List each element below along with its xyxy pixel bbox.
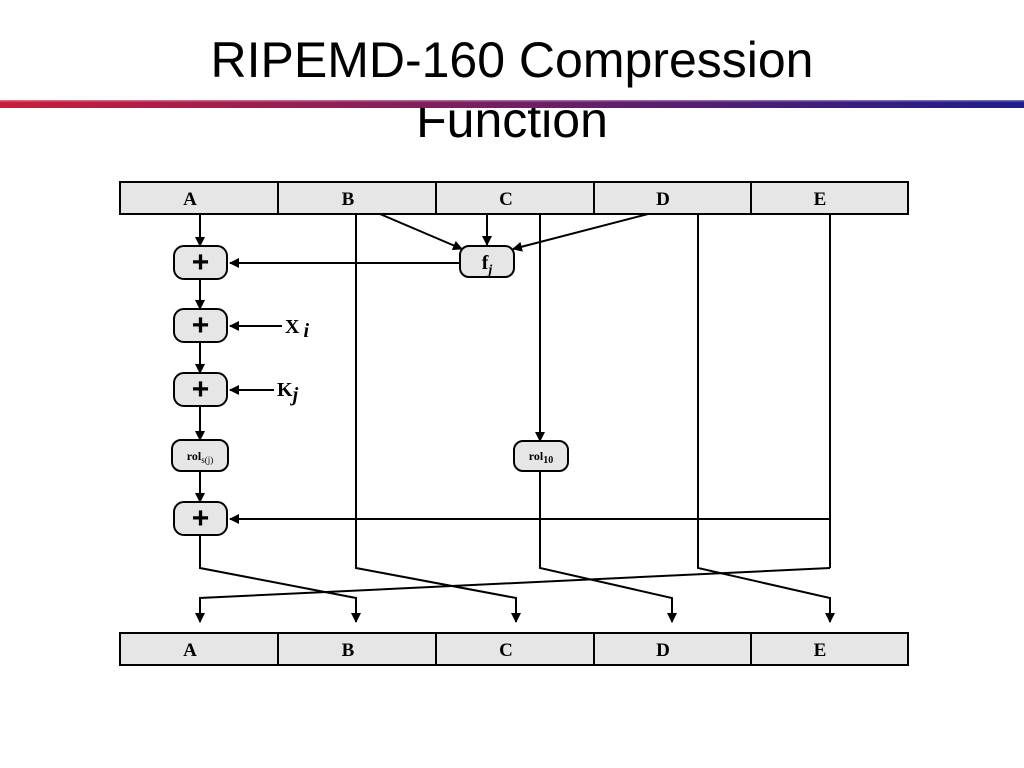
top-register-d-label: D (656, 189, 670, 210)
function-f-sub: j (486, 263, 492, 278)
input-k-label: Kj (277, 379, 299, 406)
path-d-to-new-e (697, 214, 835, 623)
bottom-register-c-label: C (499, 640, 513, 661)
function-f-base: f (482, 252, 489, 274)
function-f-node: fj (459, 245, 515, 278)
top-register-d-box (593, 181, 752, 215)
input-x-sub: i (303, 320, 309, 342)
path-e-to-new-a (195, 567, 831, 623)
bottom-register-d-box (593, 632, 752, 666)
top-register-e-box (750, 181, 909, 215)
rotate-left-10-sub: 10 (543, 455, 553, 466)
rotate-left-s-sub: s(j) (201, 455, 213, 465)
bottom-register-c-box (435, 632, 595, 666)
bottom-register-b-label: B (342, 640, 355, 661)
top-register-c-box (435, 181, 595, 215)
top-register-a-box (119, 181, 279, 215)
bottom-register-a-box (119, 632, 279, 666)
path-b-to-new-c (355, 214, 521, 623)
input-k-base: K (277, 379, 293, 401)
rotate-left-s-node: rols(j) (171, 439, 229, 472)
top-register-row: A B C D E (119, 181, 909, 215)
path-adder-4-to-new-b (199, 536, 361, 623)
bottom-register-b-box (277, 632, 437, 666)
svg-text:rols(j): rols(j) (187, 449, 213, 465)
arrow-d-to-f (512, 213, 649, 252)
adder-node-4: + (173, 501, 228, 536)
top-register-c-label: C (499, 189, 513, 210)
bottom-register-a-label: A (183, 640, 197, 661)
bottom-register-e-box (750, 632, 909, 666)
svg-text:rol10: rol10 (529, 449, 553, 466)
bottom-register-e-label: E (814, 640, 827, 661)
input-k-sub: j (290, 384, 299, 406)
top-register-e-label: E (814, 189, 827, 210)
adder-4-plus-icon: + (192, 502, 210, 535)
connection-lines (195, 213, 835, 623)
arrow-b-to-f (379, 213, 463, 251)
title-line-1: RIPEMD-160 Compression (210, 32, 814, 88)
adder-2-plus-icon: + (192, 309, 210, 342)
top-register-a-label: A (183, 189, 197, 210)
bottom-register-row: A B C D E (119, 632, 909, 666)
bottom-register-d-label: D (656, 640, 670, 661)
top-register-b-label: B (342, 189, 355, 210)
adder-node-2: + (173, 308, 228, 343)
rotate-left-10-base: rol (529, 449, 544, 463)
adder-1-plus-icon: + (192, 246, 210, 279)
rotate-left-s-base: rol (187, 449, 202, 463)
top-register-b-box (277, 181, 437, 215)
adder-3-plus-icon: + (192, 373, 210, 406)
rotate-left-10-node: rol10 (513, 440, 569, 472)
adder-node-1: + (173, 245, 228, 280)
adder-node-3: + (173, 372, 228, 407)
svg-text:fj: fj (482, 252, 493, 278)
path-rol-10-to-new-d (539, 471, 677, 623)
title-underline-rule (0, 100, 1024, 108)
input-x-base: X (285, 316, 300, 338)
